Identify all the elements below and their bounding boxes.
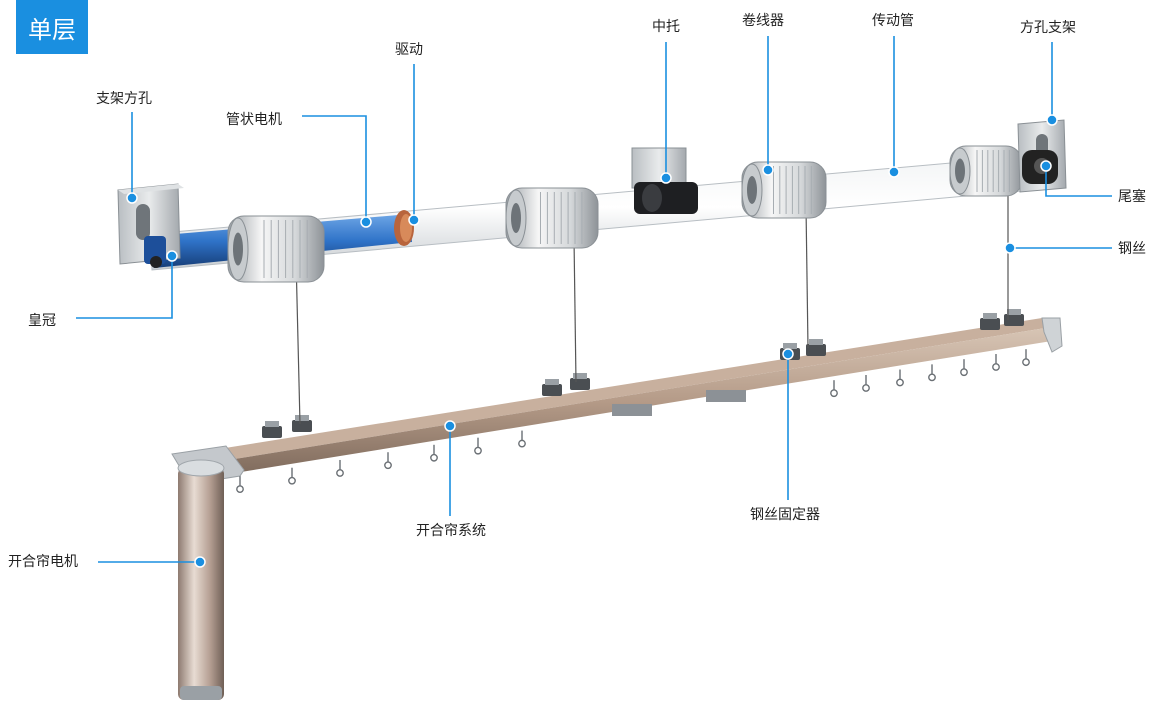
label-middle-support: 中托 (652, 19, 680, 35)
rail-hooks (236, 349, 1030, 494)
curtain-rail-group (171, 309, 1063, 700)
rail-hook-ring (862, 384, 870, 392)
rail-block (612, 404, 652, 416)
upper-tube-group (117, 119, 1067, 283)
wire-fixer-top (809, 339, 823, 345)
rail-hook-ring (336, 469, 344, 477)
leader-dot (408, 214, 420, 226)
wire-fixer-top (545, 379, 559, 385)
middle-support-plate (631, 147, 687, 189)
label-square-hole-bracket-right: 方孔支架 (1020, 20, 1076, 36)
rail-hook-ring (928, 373, 936, 382)
curtain-rail (216, 326, 1058, 476)
curtain-rail-top (200, 318, 1058, 462)
leader-dot (782, 348, 794, 360)
leader-line (1045, 166, 1112, 197)
wire-fixer-block (1004, 314, 1024, 326)
leader-dot (1040, 160, 1052, 172)
label-curtain-system: 开合帘系统 (416, 523, 486, 539)
left-bracket-top (118, 184, 184, 194)
wire-fixer-top (983, 313, 997, 319)
rail-hook-ring (518, 439, 526, 448)
rail-hook-ring (992, 363, 1000, 371)
steel-wire (295, 257, 301, 425)
leader-dot (360, 216, 372, 228)
wire-fixer-block (542, 384, 562, 396)
spool-hole (511, 203, 521, 233)
label-steel-wire: 钢丝 (1118, 241, 1146, 257)
curtain-motor-cap (180, 686, 222, 700)
label-drive-tube: 传动管 (872, 13, 914, 29)
spools (227, 145, 1023, 283)
rail-hook-ring (1022, 358, 1030, 367)
label-end-plug: 尾塞 (1118, 189, 1146, 205)
label-wire-fixer: 钢丝固定器 (750, 507, 820, 523)
rail-hook-ring (830, 389, 838, 398)
rail-hook-ring (384, 461, 392, 470)
leader-dot (762, 164, 774, 176)
leader-dot (444, 420, 456, 432)
steel-wires (295, 194, 1009, 425)
spool-hole (233, 232, 243, 266)
middle-support-bearing (642, 184, 662, 212)
wire-fixer-block (806, 344, 826, 356)
rail-hook-ring (288, 476, 296, 485)
leader-dot (660, 172, 672, 184)
curtain-motor-top (177, 459, 225, 477)
wire-fixer-block (980, 318, 1000, 330)
wire-fixer-top (1007, 309, 1021, 315)
label-bracket-square-hole-left: 支架方孔 (96, 91, 152, 107)
leader-line (76, 256, 173, 319)
steel-wire (573, 237, 577, 383)
crown-part (144, 236, 166, 264)
rail-fixers (262, 309, 1024, 438)
curtain-motor-body (178, 468, 224, 700)
spool-hole (955, 158, 965, 184)
label-curtain-motor: 开合帘电机 (8, 554, 78, 570)
wire-fixer-top (265, 421, 279, 427)
rail-block (706, 390, 746, 402)
wire-fixer-block (570, 378, 590, 390)
leader-dot (194, 556, 206, 568)
rail-hook-ring (474, 446, 482, 455)
left-bracket-slot (136, 204, 150, 240)
leader-dot (126, 192, 138, 204)
wire-fixer-block (292, 420, 312, 432)
label-winder: 卷线器 (742, 13, 784, 29)
label-crown: 皇冠 (28, 313, 56, 329)
wire-fixer-top (295, 415, 309, 421)
steel-wire (805, 205, 809, 349)
leader-dot (1046, 114, 1058, 126)
leader-lines (76, 36, 1112, 568)
leader-line (302, 115, 367, 222)
wire-fixer-block (262, 426, 282, 438)
leader-dot (166, 250, 178, 262)
curtain-rail-end-cap (1041, 317, 1063, 353)
label-tubular-motor: 管状电机 (226, 112, 282, 128)
wire-fixer-top (573, 373, 587, 379)
leader-dot (1004, 242, 1016, 254)
rail-hook-ring (430, 453, 438, 462)
rail-hook-ring (236, 485, 244, 494)
leader-dot (888, 166, 900, 178)
rail-hook-ring (896, 378, 904, 387)
spool-hole (747, 176, 757, 204)
rail-hook-ring (960, 368, 968, 377)
layer-badge: 单层 (16, 0, 88, 54)
crown-knob (150, 256, 162, 268)
label-drive: 驱动 (395, 42, 423, 58)
wire-fixer-top (783, 343, 797, 349)
